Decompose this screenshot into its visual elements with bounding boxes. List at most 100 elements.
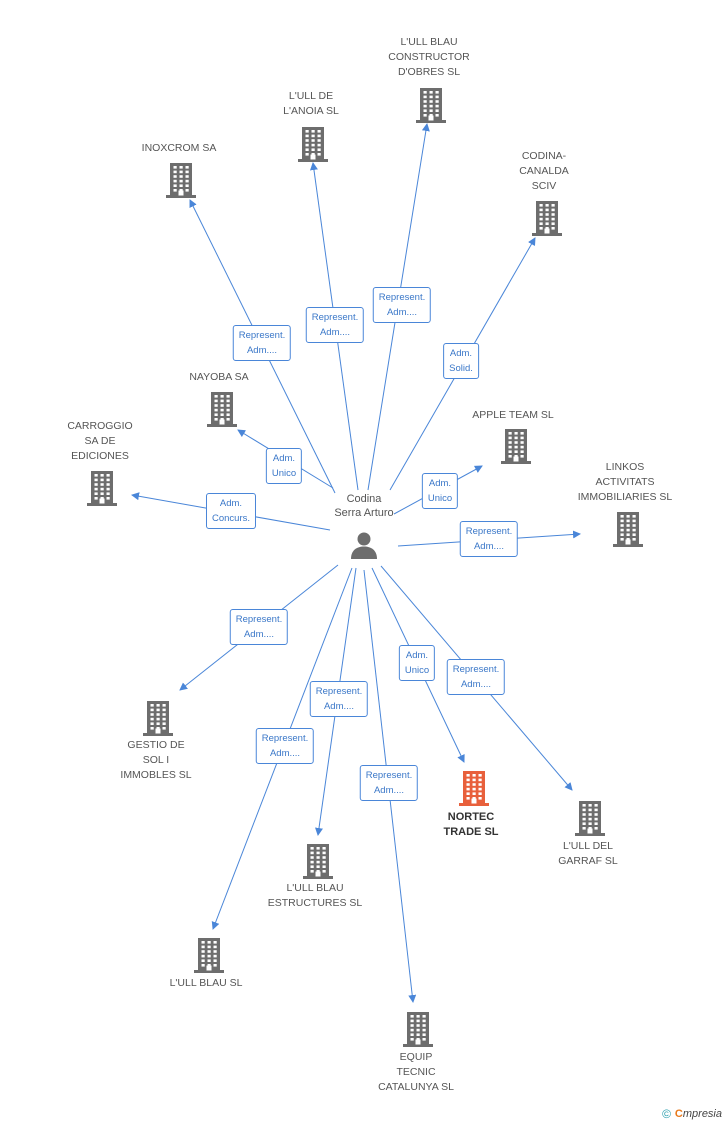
company-label-lull-del-garraf[interactable]: L'ULL DEL GARRAF SL xyxy=(558,839,618,869)
company-label-line: NAYOBA SA xyxy=(189,371,249,383)
company-label-line: L'ULL DEL xyxy=(562,840,614,852)
relation-text: Adm. xyxy=(405,650,429,661)
relation-badge-codina-canalda[interactable]: Adm. Solid. xyxy=(443,343,479,379)
company-label-line: L'ULL DE xyxy=(288,90,334,102)
company-label-line: CONSTRUCTOR xyxy=(388,51,470,63)
company-label-line: CANALDA xyxy=(519,165,569,177)
company-label-carroggio[interactable]: CARROGGIO SA DE EDICIONES xyxy=(67,419,132,464)
company-label-line: IMMOBILIARIES SL xyxy=(577,491,673,503)
relation-text: Adm. xyxy=(272,453,296,464)
relation-text: Represent. xyxy=(235,614,283,625)
relation-text: Adm. xyxy=(449,348,473,359)
company-label-line: TECNIC xyxy=(396,1066,436,1078)
company-label-nortec-trade[interactable]: NORTEC TRADE SL xyxy=(444,810,499,840)
relation-text: Adm.... xyxy=(269,748,301,759)
company-label-lull-blau[interactable]: L'ULL BLAU SL xyxy=(170,976,243,991)
company-label-line: NORTEC xyxy=(447,811,495,823)
company-label-line: ESTRUCTURES SL xyxy=(267,897,363,909)
company-label-line: ACTIVITATS xyxy=(595,476,655,488)
relation-text: Unico xyxy=(427,493,453,504)
relation-text: Represent. xyxy=(452,664,500,675)
building-icon-lull-blau-constructor[interactable] xyxy=(416,87,446,128)
relation-text: Unico xyxy=(404,665,430,676)
company-label-apple-team[interactable]: APPLE TEAM SL xyxy=(472,408,554,423)
relation-text: Represent. xyxy=(311,312,359,323)
company-label-line: TRADE SL xyxy=(443,826,499,838)
relation-text: Adm.... xyxy=(319,327,351,338)
person-icon[interactable] xyxy=(349,530,379,565)
company-label-line: APPLE TEAM SL xyxy=(472,409,554,421)
relation-badge-lull-blau-estructures[interactable]: Represent.Adm.... xyxy=(309,681,369,717)
relation-badge-linkos[interactable]: Represent. Adm.... xyxy=(459,521,519,557)
company-label-lull-de-lanoia[interactable]: L'ULL DE L'ANOIA SL xyxy=(283,89,339,119)
relation-text: Represent. xyxy=(261,733,309,744)
company-label-line: LINKOS xyxy=(605,461,645,473)
building-icon-equip-tecnic[interactable] xyxy=(403,1011,433,1052)
copyright-symbol: © xyxy=(662,1107,671,1121)
company-label-line: EDICIONES xyxy=(71,450,129,462)
company-label-line: GESTIO DE xyxy=(127,739,185,751)
building-icon-carroggio[interactable] xyxy=(87,470,117,511)
company-label-line: EQUIP xyxy=(399,1051,433,1063)
relation-text: Represent. xyxy=(465,526,513,537)
center-person-label[interactable]: Codina Serra Arturo xyxy=(334,492,393,520)
company-label-line: IMMOBLES SL xyxy=(120,769,192,781)
relation-text: Unico xyxy=(271,468,297,479)
relation-badge-carroggio[interactable]: Adm. Concurs. xyxy=(205,493,257,529)
relation-badge-equip-tecnic[interactable]: Represent.Adm.... xyxy=(359,765,419,801)
building-icon-gestio-de-sol[interactable] xyxy=(143,700,173,741)
relation-text: Solid. xyxy=(449,363,473,374)
relation-badge-lull-del-garraf[interactable]: Represent. Adm.... xyxy=(446,659,506,695)
company-label-line: CATALUNYA SL xyxy=(378,1081,454,1093)
company-label-linkos[interactable]: LINKOS ACTIVITATS IMMOBILIARIES SL xyxy=(578,460,673,505)
relation-text: Adm.... xyxy=(243,629,275,640)
relation-text: Concurs. xyxy=(211,513,251,524)
relation-badge-nayoba[interactable]: Adm. Unico xyxy=(265,448,303,484)
company-label-line: SA DE xyxy=(84,435,116,447)
company-label-inoxcrom[interactable]: INOXCROM SA xyxy=(142,141,217,156)
footer-brand: © Cmpresia xyxy=(662,1107,722,1121)
relation-badge-lull-de-lanoia[interactable]: Represent. Adm.... xyxy=(305,307,365,343)
relation-badge-apple-team[interactable]: Adm. Unico xyxy=(421,473,459,509)
relation-badge-lull-blau-constructor[interactable]: Represent. Adm.... xyxy=(372,287,432,323)
brand-rest: mpresia xyxy=(682,1108,722,1120)
relation-badge-gestio-de-sol[interactable]: Represent. Adm.... xyxy=(229,609,289,645)
company-label-lull-blau-estructures[interactable]: L'ULL BLAU ESTRUCTURES SL xyxy=(268,881,363,911)
relation-text: Adm.... xyxy=(323,701,355,712)
relation-text: Adm.... xyxy=(373,785,405,796)
building-icon-lull-blau-estructures[interactable] xyxy=(303,843,333,884)
building-icon-lull-del-garraf[interactable] xyxy=(575,800,605,841)
relation-badge-lull-blau[interactable]: Represent. Adm.... xyxy=(255,728,315,764)
company-label-equip-tecnic[interactable]: EQUIP TECNIC CATALUNYA SL xyxy=(378,1050,454,1095)
relation-text: Adm.... xyxy=(386,307,418,318)
relation-text: Adm.... xyxy=(460,679,492,690)
relation-text: Represent. xyxy=(378,292,426,303)
company-label-line: L'ANOIA SL xyxy=(283,105,339,117)
building-icon-apple-team[interactable] xyxy=(501,428,531,469)
company-label-nayoba[interactable]: NAYOBA SA xyxy=(189,370,248,385)
brand-logo[interactable]: Cmpresia xyxy=(675,1108,722,1120)
relation-text: Adm. xyxy=(219,498,243,509)
building-icon-lull-de-lanoia[interactable] xyxy=(298,126,328,167)
building-icon-inoxcrom[interactable] xyxy=(166,162,196,203)
company-label-line: L'ULL BLAU xyxy=(286,882,344,894)
company-label-line: CARROGGIO xyxy=(67,420,133,432)
company-label-line: SCIV xyxy=(531,180,557,192)
relation-badge-nortec-trade[interactable]: Adm. Unico xyxy=(398,645,436,681)
building-icon-nortec-trade[interactable] xyxy=(459,770,489,811)
relation-text: Adm.... xyxy=(246,345,278,356)
building-icon-linkos[interactable] xyxy=(613,511,643,552)
building-icon-nayoba[interactable] xyxy=(207,391,237,432)
center-name-line-2: Serra Arturo xyxy=(334,507,394,519)
relation-text: Adm.... xyxy=(473,541,505,552)
building-icon-lull-blau[interactable] xyxy=(194,937,224,978)
relation-text: Adm. xyxy=(428,478,452,489)
building-icon-codina-canalda[interactable] xyxy=(532,200,562,241)
company-label-line: GARRAF SL xyxy=(558,855,618,867)
brand-initial: C xyxy=(674,1108,683,1120)
relation-badge-inoxcrom[interactable]: Represent.Adm.... xyxy=(232,325,292,361)
company-label-line: L'ULL BLAU xyxy=(400,36,458,48)
